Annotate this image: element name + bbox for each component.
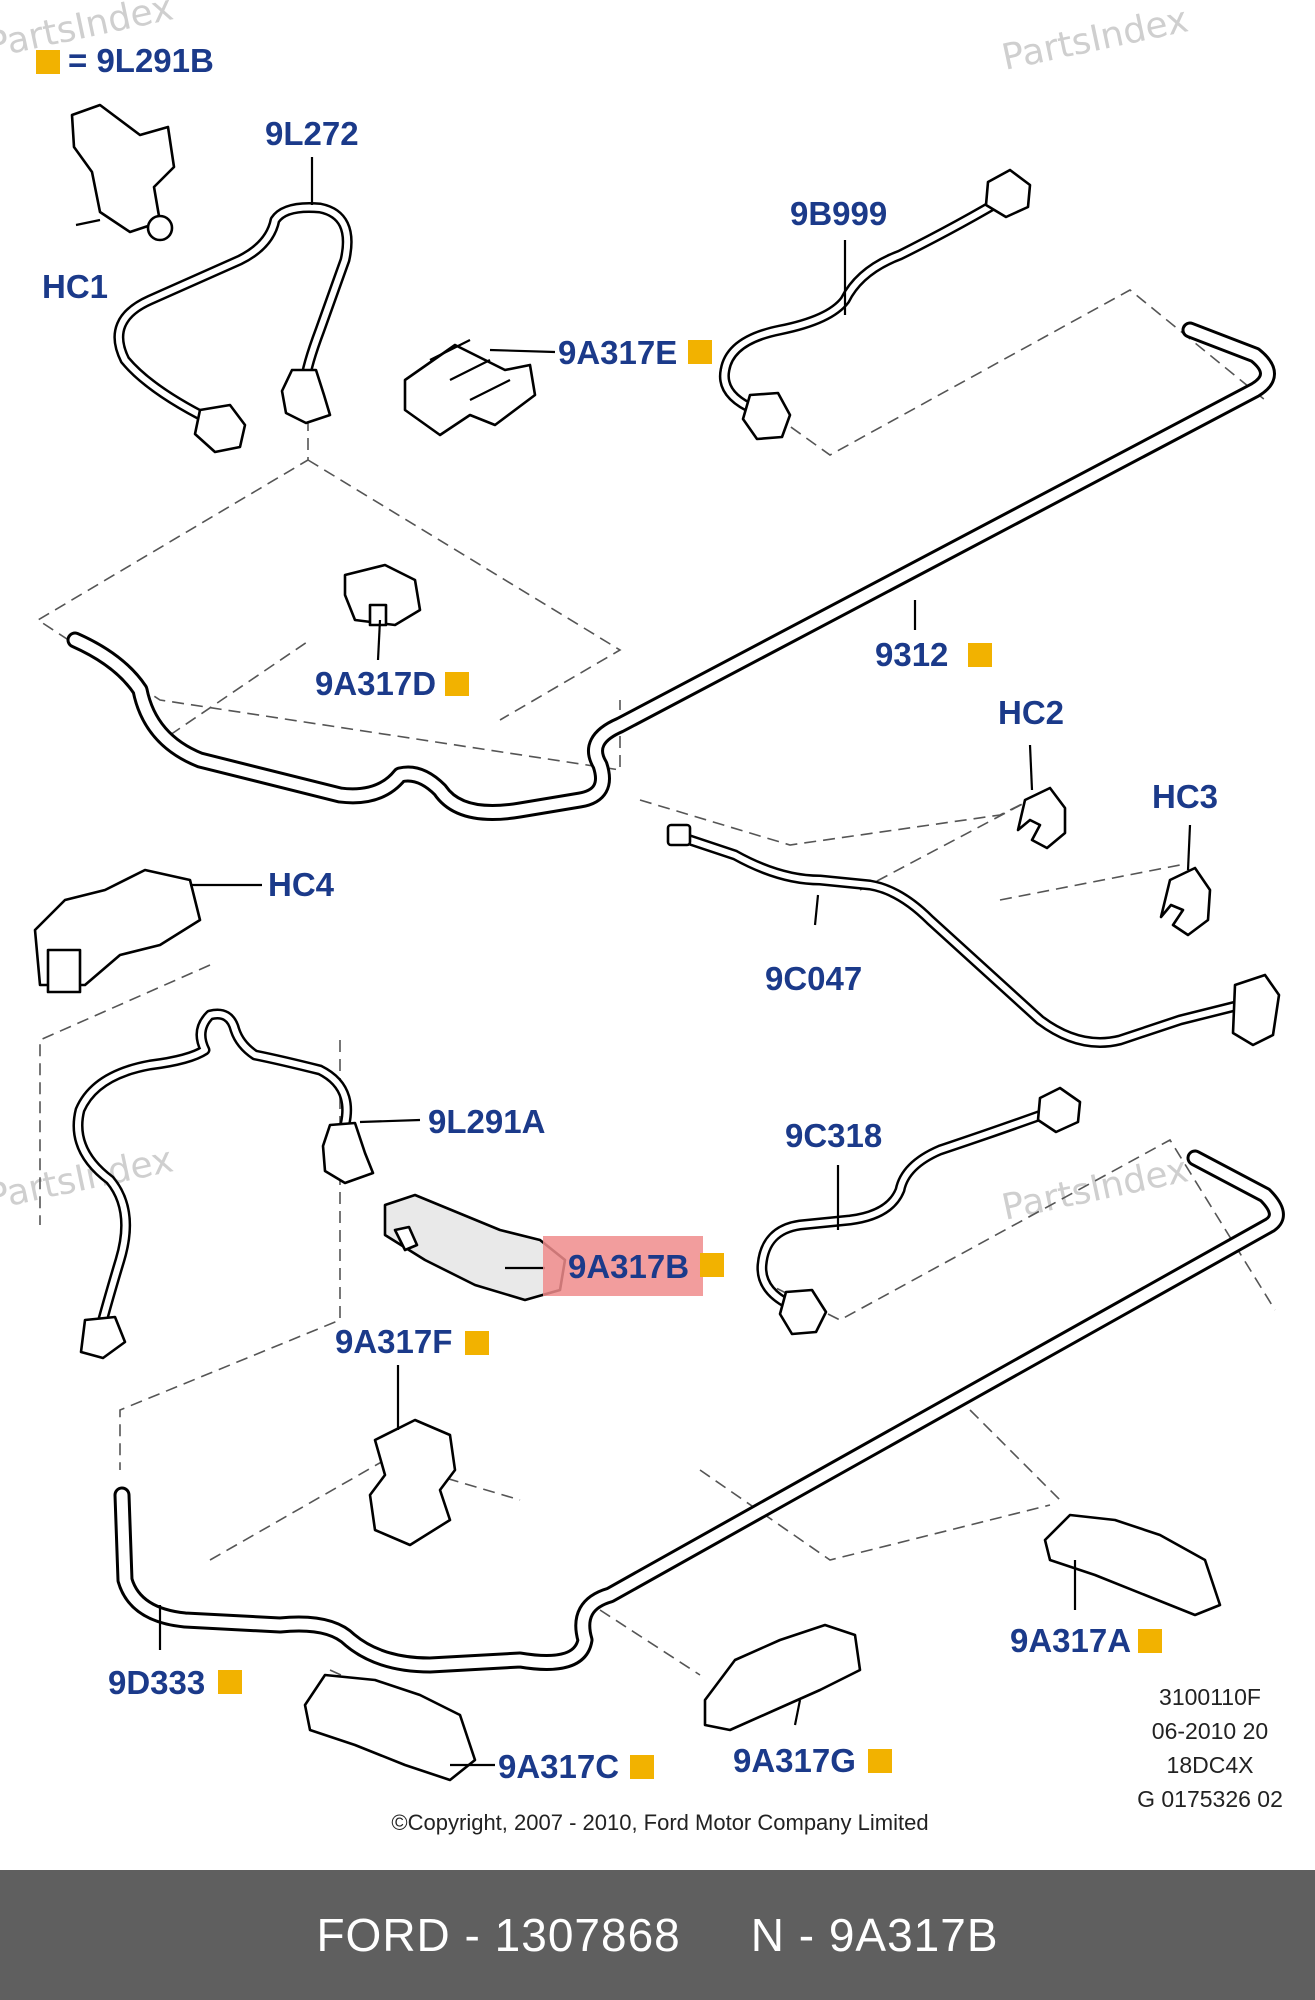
clip-9A317B — [383, 1193, 567, 1302]
tube-9312 — [66, 321, 1276, 821]
label-9L291A[interactable]: 9L291A — [428, 1103, 545, 1140]
leader-lines — [158, 157, 1192, 1767]
copyright-text: ©Copyright, 2007 - 2010, Ford Motor Comp… — [391, 1810, 928, 1835]
label-9A317B[interactable]: 9A317B — [568, 1248, 689, 1285]
meta-line: 18DC4X — [1167, 1752, 1254, 1778]
assembly-guides — [36, 289, 1276, 1721]
label-marker — [218, 1670, 242, 1694]
label-9B999[interactable]: 9B999 — [790, 195, 887, 232]
hose-9C318 — [756, 1086, 1082, 1336]
clip-9A317C — [303, 1673, 477, 1782]
clip-HC2 — [1016, 786, 1067, 850]
watermark: PartsIndex — [998, 1149, 1191, 1228]
clip-9A317G — [703, 1623, 862, 1732]
tube-9C047 — [666, 823, 1281, 1048]
clip-9A317A — [1043, 1513, 1222, 1617]
label-9A317G[interactable]: 9A317G — [733, 1742, 856, 1779]
label-9C047[interactable]: 9C047 — [765, 960, 862, 997]
clip-9A317D — [343, 563, 422, 627]
meta-line: 06-2010 20 — [1152, 1718, 1268, 1744]
legend-equals-code: = 9L291B — [68, 42, 214, 79]
label-HC3[interactable]: HC3 — [1152, 778, 1218, 815]
label-HC1[interactable]: HC1 — [42, 268, 108, 305]
footer-bar: FORD - 1307868 N - 9A317B — [0, 1870, 1315, 2000]
label-marker — [688, 340, 712, 364]
label-9L272[interactable]: 9L272 — [265, 115, 359, 152]
label-9312[interactable]: 9312 — [875, 636, 948, 673]
label-marker — [1138, 1629, 1162, 1653]
label-9C318[interactable]: 9C318 — [785, 1117, 882, 1154]
label-9A317E[interactable]: 9A317E — [558, 334, 677, 371]
label-9A317D[interactable]: 9A317D — [315, 665, 436, 702]
label-marker — [868, 1749, 892, 1773]
hose-9L291A — [72, 1008, 375, 1360]
label-9A317A[interactable]: 9A317A — [1010, 1622, 1131, 1659]
clip-HC3 — [1159, 866, 1212, 937]
label-9A317C[interactable]: 9A317C — [498, 1748, 619, 1785]
clip-HC4 — [33, 868, 202, 994]
meta-line: 3100110F — [1159, 1684, 1261, 1710]
footer-brand-part: FORD - 1307868 — [316, 1909, 681, 1961]
label-marker — [465, 1331, 489, 1355]
label-HC2[interactable]: HC2 — [998, 694, 1064, 731]
parts-diagram: PartsIndex PartsIndex PartsIndex PartsIn… — [0, 0, 1285, 1835]
hose-9L272 — [113, 202, 353, 454]
footer-code: N - 9A317B — [750, 1909, 999, 1961]
clip-HC1 — [70, 103, 176, 242]
clip-9A317F — [368, 1418, 457, 1547]
tube-9D333 — [113, 1149, 1285, 1674]
clip-9A317E — [403, 339, 537, 437]
label-HC4[interactable]: HC4 — [268, 866, 335, 903]
label-9D333[interactable]: 9D333 — [108, 1664, 205, 1701]
label-9A317F[interactable]: 9A317F — [335, 1323, 452, 1360]
meta-line: G 0175326 02 — [1137, 1786, 1283, 1812]
watermark: PartsIndex — [998, 0, 1191, 79]
highlight-box — [543, 1236, 703, 1296]
label-marker — [630, 1755, 654, 1779]
label-marker — [700, 1253, 724, 1277]
label-marker — [968, 643, 992, 667]
hose-9B999 — [718, 168, 1032, 441]
label-marker — [445, 672, 469, 696]
legend-marker — [36, 50, 60, 74]
